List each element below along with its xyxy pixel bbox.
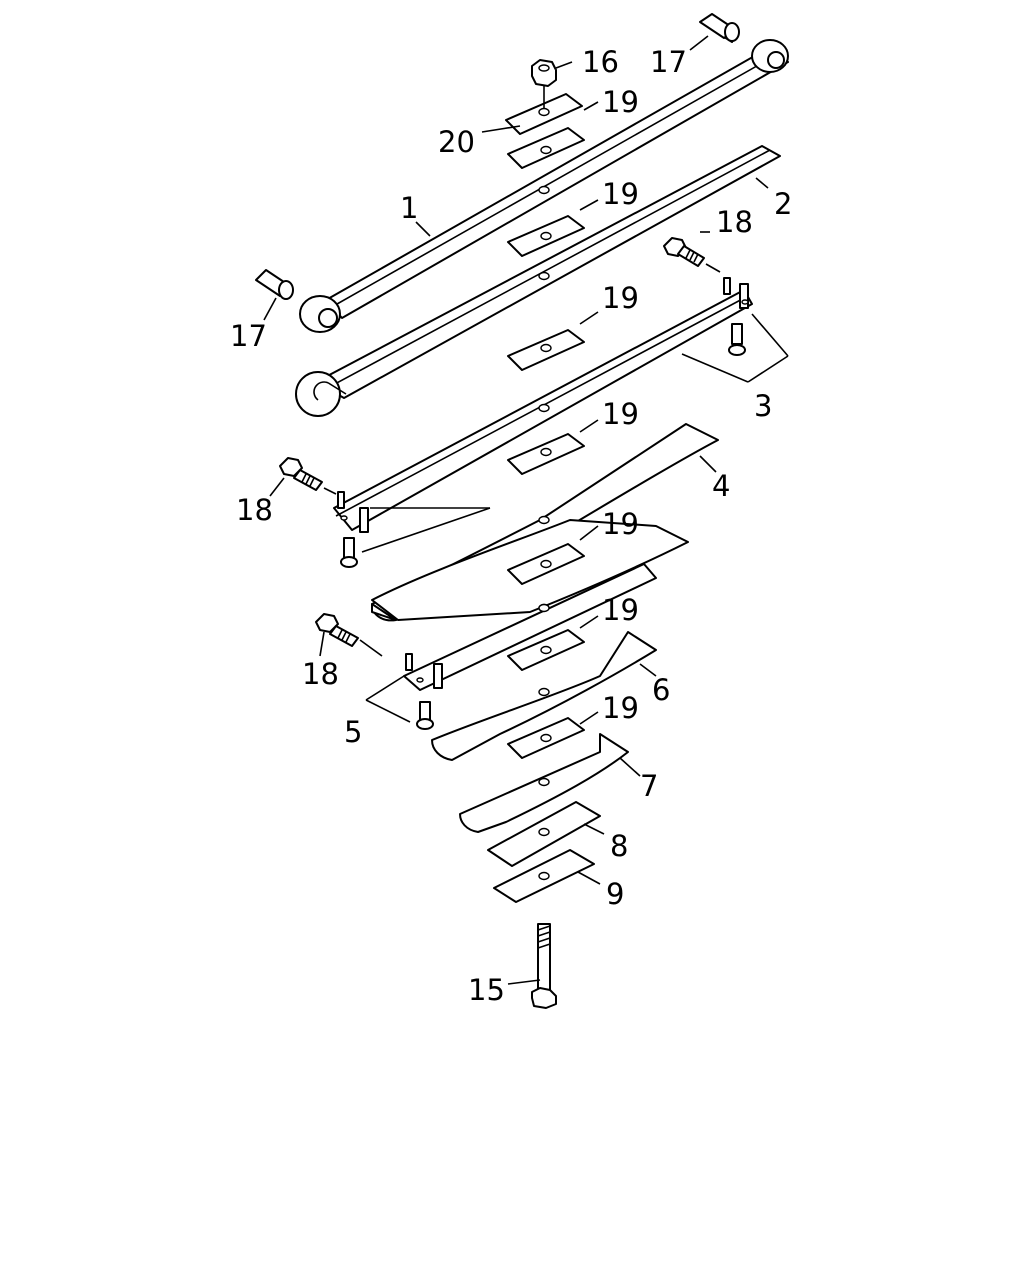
callout-2: 2 <box>774 187 792 221</box>
callout-7: 7 <box>640 769 658 803</box>
second-leaf-2 <box>295 145 781 417</box>
pad-19-d <box>507 433 585 475</box>
clip-front <box>337 491 369 533</box>
callout-3: 3 <box>754 389 772 423</box>
bolt-18-c <box>315 613 383 657</box>
clip-rear <box>723 277 749 309</box>
clip-leaf-3 <box>333 277 753 533</box>
callout-1: 1 <box>400 191 418 225</box>
callout-17-bottom: 17 <box>230 319 267 353</box>
leaf-7 <box>459 733 629 833</box>
callout-5: 5 <box>344 715 362 749</box>
bolt-18-b <box>279 457 337 495</box>
callout-19-d: 19 <box>602 397 639 431</box>
callout-19-c: 19 <box>602 281 639 315</box>
center-bolt-15 <box>531 923 557 1009</box>
rivet-3-rear <box>728 323 746 356</box>
pad-20 <box>505 93 583 135</box>
callout-20: 20 <box>438 125 475 159</box>
callout-19-a: 19 <box>602 85 639 119</box>
nut-16 <box>531 59 557 108</box>
callout-18-b: 18 <box>236 493 273 527</box>
callout-19-f: 19 <box>602 593 639 627</box>
spacer-plate-9 <box>493 849 595 903</box>
callout-19-g: 19 <box>602 691 639 725</box>
main-leaf-eye-rear <box>751 39 789 73</box>
callout-19-e: 19 <box>602 507 639 541</box>
callout-6: 6 <box>652 673 670 707</box>
rivet-3-front <box>340 537 358 568</box>
pad-19-e <box>507 543 585 585</box>
spacer-plate-8 <box>487 801 601 867</box>
clip-leaf-5 <box>403 563 657 691</box>
clip-5-front <box>405 653 443 689</box>
callout-18-a: 18 <box>716 205 753 239</box>
pad-19-a <box>507 127 585 169</box>
callout-15: 15 <box>468 973 505 1007</box>
bushing-top-right <box>699 13 740 43</box>
callout-18-c: 18 <box>302 657 339 691</box>
pad-19-c <box>507 329 585 371</box>
pad-19-b <box>507 215 585 257</box>
callout-labels: 16 17 19 20 19 2 1 18 19 17 3 19 4 18 19… <box>230 45 792 1007</box>
callout-16: 16 <box>582 45 619 79</box>
callout-9: 9 <box>606 877 624 911</box>
main-leaf-1 <box>299 39 789 333</box>
bushing-bottom-left <box>255 269 294 300</box>
callout-4: 4 <box>712 469 730 503</box>
leaf-6 <box>431 631 657 761</box>
callout-8: 8 <box>610 829 628 863</box>
second-leaf-wrap-eye <box>295 371 347 417</box>
bolt-18-a <box>663 237 721 273</box>
main-leaf-eye-front <box>299 295 341 333</box>
pad-19-f <box>507 629 585 671</box>
leader-lines <box>263 35 789 985</box>
callout-19-b: 19 <box>602 177 639 211</box>
leaf-4-lower <box>371 603 397 621</box>
rivet-5 <box>416 701 434 730</box>
pad-19-g <box>507 717 585 759</box>
callout-17-top: 17 <box>650 45 687 79</box>
